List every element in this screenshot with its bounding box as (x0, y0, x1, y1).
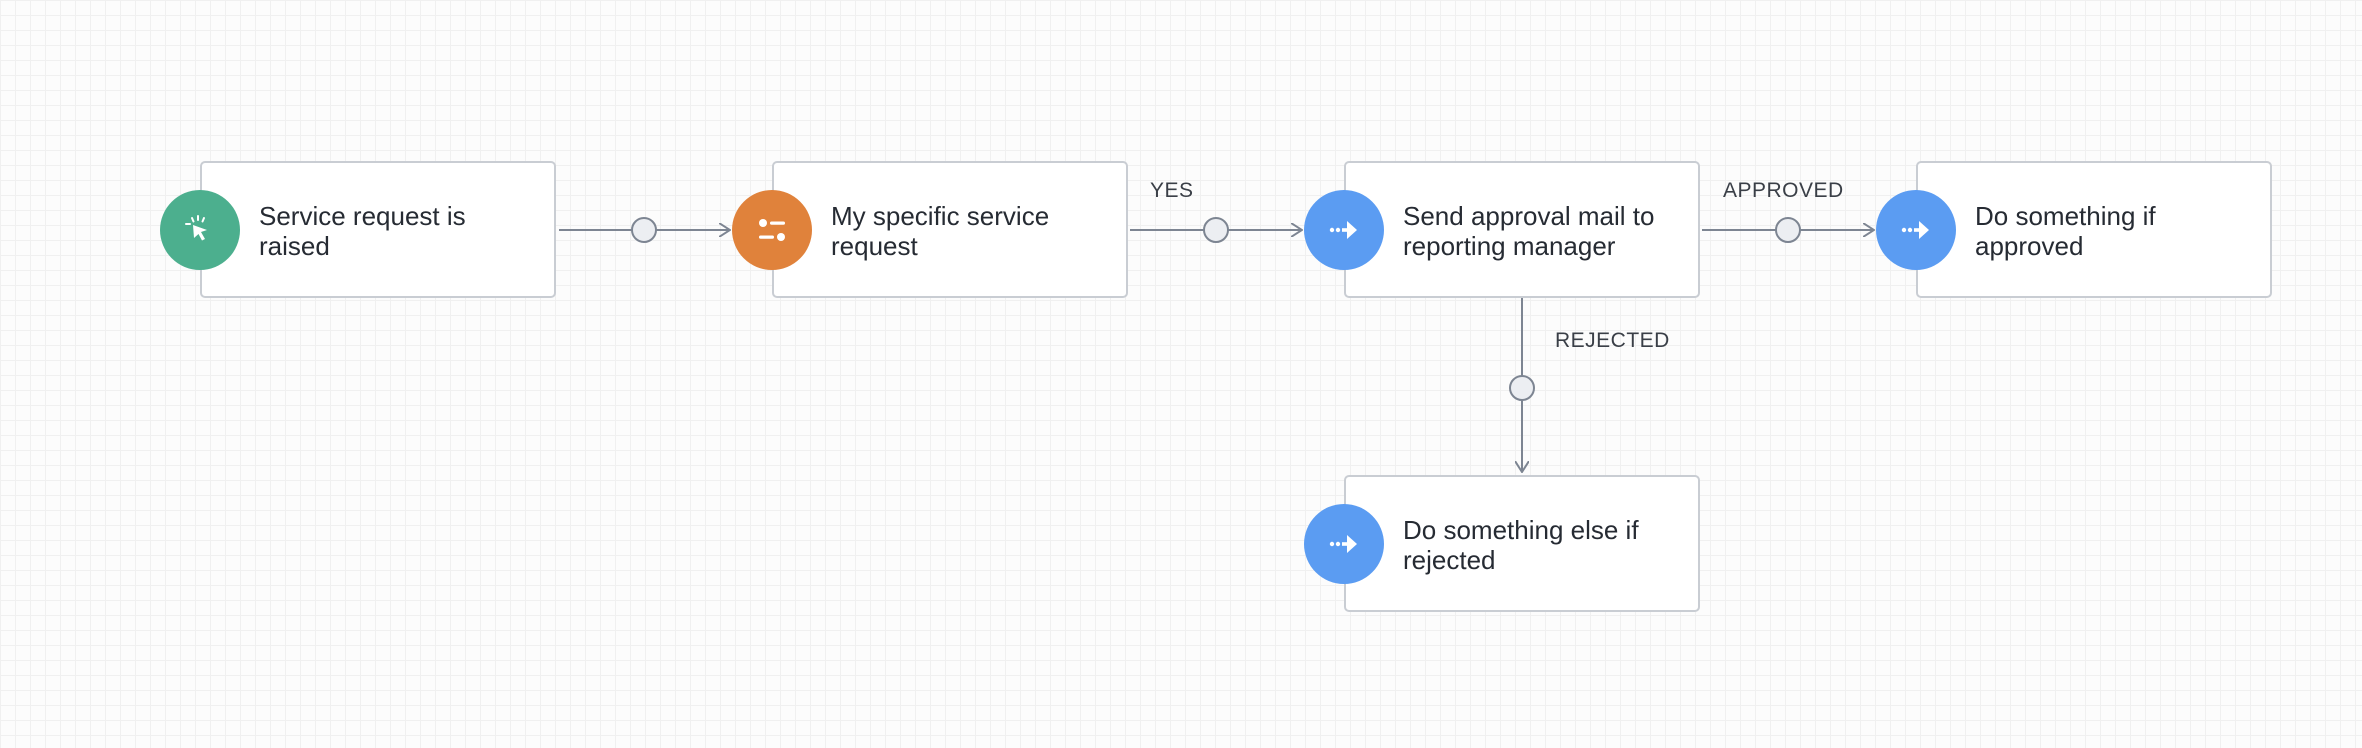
approval-badge (1304, 190, 1384, 270)
node-label: Do something if approved (1975, 201, 2156, 261)
edge-label-approved: APPROVED (1723, 179, 1844, 202)
arrow-right-dots-icon (1901, 221, 1929, 239)
pointer-click-icon (185, 215, 207, 241)
node-condition[interactable]: My specific service request (772, 161, 1128, 298)
edge-approval-to-approved (1702, 217, 1874, 243)
arrow-right-dots-icon (1329, 221, 1357, 239)
arrow-right-dots-icon (1329, 535, 1357, 553)
node-trigger[interactable]: Service request is raised (200, 161, 556, 298)
node-label: Send approval mail to reporting manager (1403, 201, 1655, 261)
edge-handle-4[interactable] (1509, 375, 1535, 401)
edge-handle-2[interactable] (1203, 217, 1229, 243)
condition-badge (732, 190, 812, 270)
node-label: My specific service request (831, 201, 1050, 261)
node-rejected[interactable]: Do something else if rejected (1344, 475, 1700, 612)
node-approved[interactable]: Do something if approved (1916, 161, 2272, 298)
edge-trigger-to-condition (559, 217, 730, 243)
sliders-icon (759, 219, 785, 241)
node-label: Service request is raised (259, 201, 466, 261)
node-label: Do something else if rejected (1403, 515, 1639, 575)
rejected-badge (1304, 504, 1384, 584)
trigger-badge (160, 190, 240, 270)
edge-handle-1[interactable] (631, 217, 657, 243)
edge-handle-3[interactable] (1775, 217, 1801, 243)
node-approval[interactable]: Send approval mail to reporting manager (1344, 161, 1700, 298)
edge-approval-to-rejected (1509, 298, 1535, 472)
edge-label-rejected: REJECTED (1555, 329, 1670, 352)
edge-label-yes: YES (1150, 179, 1194, 202)
edge-condition-to-approval (1130, 217, 1302, 243)
approved-badge (1876, 190, 1956, 270)
